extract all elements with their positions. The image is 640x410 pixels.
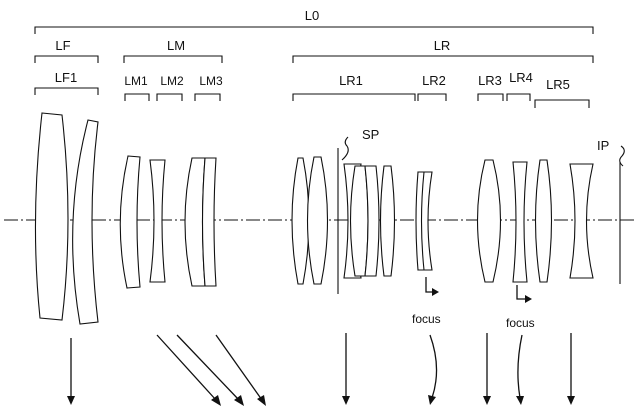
lens-LM2 <box>149 159 166 283</box>
bracket-LM2 <box>156 93 183 101</box>
label-LM1: LM1 <box>124 74 148 88</box>
focus-arrow-1-head <box>432 288 439 296</box>
label-LR: LR <box>434 38 451 53</box>
ip-leader <box>619 145 625 167</box>
movement-LR5 <box>567 333 575 405</box>
bracket-LR1 <box>292 93 416 101</box>
lens-LR3 <box>476 159 502 283</box>
sp-leader <box>341 136 349 161</box>
lens-LR4 <box>512 161 528 283</box>
movement-LM1 <box>156 334 221 406</box>
lens-LR5-a <box>534 159 553 283</box>
focus-label-1: focus <box>412 312 441 326</box>
bracket-L0 <box>34 26 594 34</box>
label-LF: LF <box>55 38 70 53</box>
focus-label-2: focus <box>506 316 535 330</box>
lens-LF1-a <box>34 112 69 321</box>
bracket-LR3 <box>477 93 504 101</box>
label-IP: IP <box>597 138 609 153</box>
lens-LR2-b <box>415 171 425 271</box>
lens-LF1-b <box>72 119 99 325</box>
movement-LF <box>67 338 75 405</box>
focus-arrow-2 <box>516 285 528 300</box>
movement-LM3 <box>215 334 266 406</box>
bracket-LF <box>34 55 99 63</box>
lens-LR5-b <box>569 163 594 279</box>
bracket-LR <box>292 55 594 63</box>
label-LR3: LR3 <box>478 73 502 88</box>
lens-LR1-a <box>291 157 310 285</box>
lens-LR1-e <box>364 165 380 277</box>
movement-LR4 <box>516 334 524 405</box>
label-L0: L0 <box>305 8 319 23</box>
lens-LR1-b <box>306 156 329 285</box>
label-SP: SP <box>362 127 379 142</box>
label-LR4: LR4 <box>509 70 533 85</box>
lens-LM1 <box>119 155 141 289</box>
bracket-LR4 <box>506 93 531 101</box>
label-LR1: LR1 <box>339 73 363 88</box>
lens-LR1-f <box>379 165 396 277</box>
bracket-LM <box>123 55 223 63</box>
movement-LM2 <box>176 334 244 406</box>
bracket-LM3 <box>194 93 221 101</box>
movement-LR3 <box>483 333 491 405</box>
movement-LR2 <box>428 334 438 405</box>
movement-LR1 <box>342 333 350 405</box>
bracket-LR2 <box>417 93 447 101</box>
bracket-LR5 <box>534 99 590 108</box>
bracket-LF1 <box>34 87 99 95</box>
lens-LM3-b <box>201 157 217 287</box>
label-LF1: LF1 <box>55 70 77 85</box>
label-LM2: LM2 <box>160 74 184 88</box>
label-LR2: LR2 <box>422 73 446 88</box>
label-LM3: LM3 <box>199 74 223 88</box>
label-LR5: LR5 <box>546 77 570 92</box>
label-LM: LM <box>167 38 185 53</box>
lens-LR1-d <box>349 165 369 277</box>
bracket-LM1 <box>124 93 150 101</box>
focus-arrow-2-head <box>525 295 532 303</box>
